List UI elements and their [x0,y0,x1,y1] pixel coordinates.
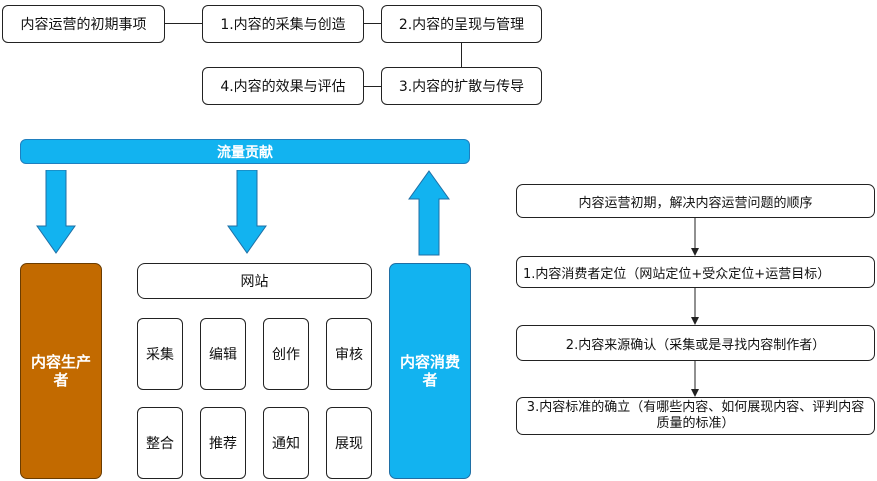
sequence-item-2-node: 2.内容来源确认（采集或是寻找内容制作者） [516,325,875,361]
connector-step2-step3 [461,43,462,67]
sequence-arrow-icon [691,218,699,256]
banner-label: 流量贡献 [217,144,273,161]
flow-step4-node: 4.内容的效果与评估 [202,67,364,105]
flow-start-label: 内容运营的初期事项 [20,17,147,33]
sequence-item-1-node: 1.内容消费者定位（网站定位+受众定位+运营目标） [516,256,875,288]
consumer-label: 内容消费者 [399,353,460,389]
function-label: 审核 [335,347,363,363]
flow-step3-node: 3.内容的扩散与传导 [381,67,542,105]
content-consumer-panel: 内容消费者 [389,263,471,479]
function-label: 编辑 [209,347,237,363]
website-label: 网站 [240,274,269,290]
function-integrate: 整合 [137,407,183,479]
function-label: 推荐 [209,436,237,452]
connector-step1-step2 [364,23,381,24]
sequence-title-node: 内容运营初期，解决内容运营问题的顺序 [516,184,875,218]
sequence-item-label: 2.内容来源确认（采集或是寻找内容制作者） [565,337,826,353]
down-arrow-icon [227,170,267,254]
up-arrow-icon [408,170,450,256]
connector-step3-step4 [364,86,381,87]
function-collect: 采集 [137,318,183,390]
producer-label: 内容生产者 [30,353,91,389]
function-review: 审核 [326,318,372,390]
sequence-arrow-icon [691,361,699,397]
function-recommend: 推荐 [200,407,246,479]
flow-step1-label: 1.内容的采集与创造 [220,17,346,33]
traffic-contribution-banner: 流量贡献 [20,139,470,164]
content-producer-panel: 内容生产者 [20,263,102,479]
function-create: 创作 [263,318,309,390]
down-arrow-icon [36,170,76,254]
website-node: 网站 [137,263,372,299]
sequence-item-3-node: 3.内容标准的确立（有哪些内容、如何展现内容、评判内容质量的标准） [516,397,875,435]
function-label: 展现 [335,436,363,452]
sequence-title-label: 内容运营初期，解决内容运营问题的顺序 [578,195,813,211]
function-notify: 通知 [263,407,309,479]
function-label: 通知 [272,436,300,452]
function-label: 采集 [146,347,174,363]
flow-start-node: 内容运营的初期事项 [2,5,165,43]
function-display: 展现 [326,407,372,479]
function-edit: 编辑 [200,318,246,390]
sequence-item-label: 1.内容消费者定位（网站定位+受众定位+运营目标） [523,266,831,282]
function-label: 整合 [146,436,174,452]
sequence-arrow-icon [691,288,699,325]
sequence-item-label: 3.内容标准的确立（有哪些内容、如何展现内容、评判内容质量的标准） [526,400,865,431]
flow-step2-node: 2.内容的呈现与管理 [381,5,542,43]
connector-start-step1 [165,23,202,24]
function-label: 创作 [272,347,300,363]
flow-step1-node: 1.内容的采集与创造 [202,5,364,43]
flow-step2-label: 2.内容的呈现与管理 [398,17,525,33]
flow-step4-label: 4.内容的效果与评估 [220,79,346,95]
flow-step3-label: 3.内容的扩散与传导 [398,79,525,95]
